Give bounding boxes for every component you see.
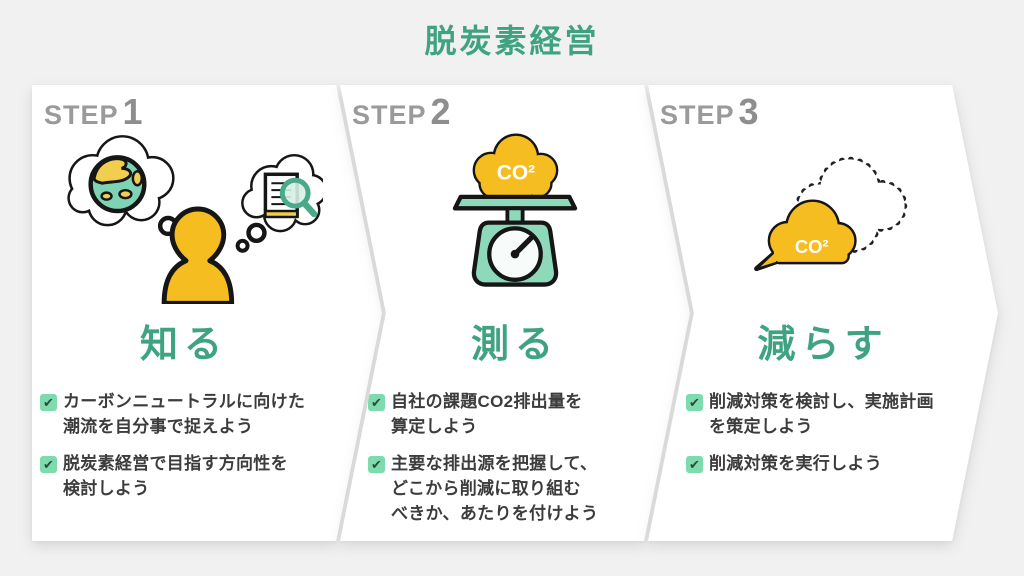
bullet-text: 削減対策を実行しよう — [709, 454, 882, 474]
co2-scale-icon: CO² — [386, 125, 644, 305]
step-2-bullets: ✔ 自社の課題CO2排出量を 算定しよう ✔ 主要な排出源を把握して、 どこから… — [368, 390, 642, 539]
step-2-number: 2 — [430, 91, 451, 132]
bullet-text: カーボンニュートラルに向けた 潮流を自分事で捉えよう — [63, 392, 306, 436]
step-2-verb: 測る — [470, 324, 559, 366]
co2-reduction-icon: CO² — [712, 125, 952, 305]
bullet-item: ✔ 脱炭素経営で目指す方向性を 検討しよう — [40, 452, 334, 501]
step-1-number: 1 — [122, 91, 143, 132]
step-1-bullets: ✔ カーボンニュートラルに向けた 潮流を自分事で捉えよう ✔ 脱炭素経営で目指す… — [40, 390, 334, 515]
check-icon: ✔ — [686, 394, 703, 411]
bullet-text: 主要な排出源を把握して、 どこから削減に取り組む べきか、あたりを付けよう — [391, 454, 599, 523]
step-2-label: STEP — [352, 100, 427, 130]
step-panel-2: STEP 2 CO² — [340, 85, 690, 541]
step-3-number: 3 — [738, 91, 759, 132]
bullet-text: 脱炭素経営で目指す方向性を 検討しよう — [63, 454, 288, 498]
bullet-text: 削減対策を検討し、実施計画 を策定しよう — [709, 392, 934, 436]
step-1-verb: 知る — [139, 324, 228, 366]
step-2-heading: STEP 2 — [352, 91, 451, 133]
step-3-verb: 減らす — [757, 324, 889, 366]
step-1-label: STEP — [44, 100, 119, 130]
check-icon: ✔ — [40, 394, 57, 411]
bullet-item: ✔ 自社の課題CO2排出量を 算定しよう — [368, 390, 642, 439]
check-icon: ✔ — [40, 456, 57, 474]
check-icon: ✔ — [368, 456, 385, 474]
step-3-heading: STEP 3 — [660, 91, 759, 133]
step-panel-3: STEP 3 — [648, 85, 998, 541]
co2-text: CO² — [795, 236, 829, 257]
step-3-bullets: ✔ 削減対策を検討し、実施計画 を策定しよう ✔ 削減対策を実行しよう — [686, 390, 950, 490]
check-icon: ✔ — [686, 456, 703, 474]
check-icon: ✔ — [368, 394, 385, 411]
bullet-item: ✔ 主要な排出源を把握して、 どこから削減に取り組む べきか、あたりを付けよう — [368, 452, 642, 526]
person-thinking-icon — [32, 125, 336, 305]
step-1-heading: STEP 1 — [44, 91, 143, 133]
bullet-item: ✔ 削減対策を実行しよう — [686, 452, 950, 477]
co2-text: CO² — [497, 162, 535, 185]
bullet-item: ✔ 削減対策を検討し、実施計画 を策定しよう — [686, 390, 950, 439]
page-title: 脱炭素経営 — [424, 23, 600, 59]
step-panel-1: STEP 1 — [32, 85, 382, 541]
bullet-text: 自社の課題CO2排出量を 算定しよう — [391, 392, 583, 436]
bullet-item: ✔ カーボンニュートラルに向けた 潮流を自分事で捉えよう — [40, 390, 334, 439]
step-3-label: STEP — [660, 100, 735, 130]
